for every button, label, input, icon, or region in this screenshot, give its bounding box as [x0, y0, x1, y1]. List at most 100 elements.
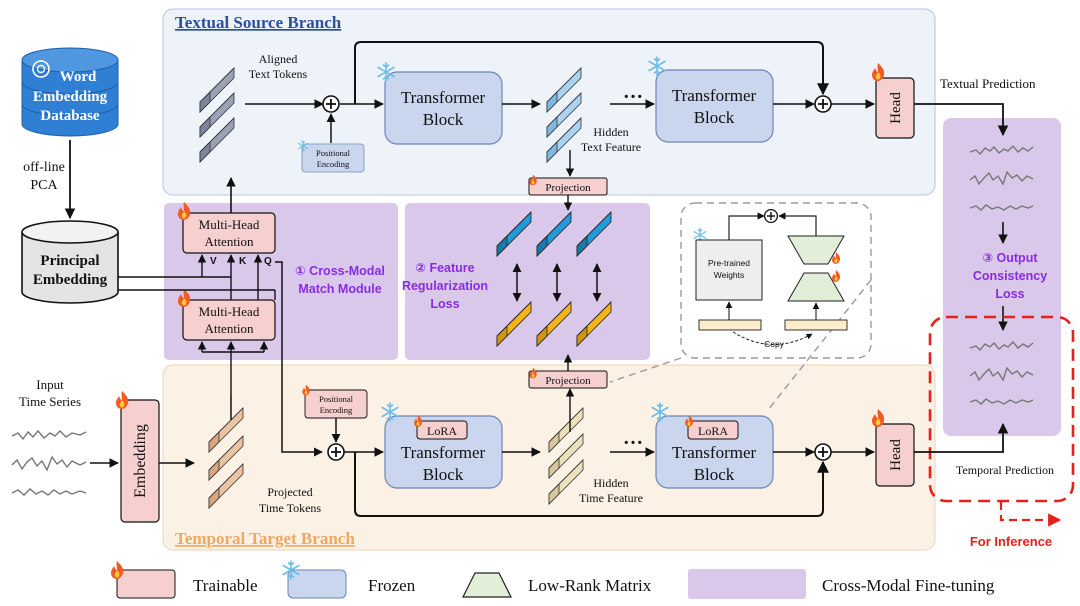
legend-fine-tuning-swatch [688, 569, 806, 599]
output-label-1: ③ Output [982, 251, 1038, 265]
feature-label-2: Regularization [402, 279, 488, 293]
svg-text:Block: Block [694, 108, 735, 127]
lora-matrix-a [787, 272, 845, 302]
textual-branch-title: Textual Source Branch [175, 13, 342, 32]
transformer-block-time-1: Transformer Block [384, 415, 503, 489]
k-label: K [239, 256, 247, 267]
feature-label-3: Loss [430, 297, 459, 311]
legend-low-rank-swatch [462, 572, 512, 598]
legend-trainable-swatch [116, 569, 176, 599]
svg-text:Projection: Projection [545, 375, 591, 387]
principal-embedding: Principal Embedding [21, 220, 119, 304]
legend-trainable-label: Trainable [193, 576, 258, 595]
for-inference-box [928, 315, 1075, 503]
pca-label-line2: PCA [30, 178, 58, 193]
ellipsis-text: … [623, 81, 643, 103]
svg-text:Encoding: Encoding [317, 159, 350, 169]
svg-text:Head: Head [888, 92, 904, 124]
output-label-3: Loss [995, 287, 1024, 301]
copy-label: Copy [764, 339, 785, 349]
svg-text:Positional: Positional [319, 394, 354, 404]
embedding-block: Embedding [120, 399, 160, 523]
multi-head-attention-top: Multi-Head Attention [182, 212, 276, 254]
pretrained-weights-box [695, 239, 763, 301]
output-consistency-panel [943, 118, 1061, 436]
svg-text:Block: Block [423, 110, 464, 129]
input-label-2: Time Series [19, 394, 81, 409]
aligned-text-tokens-label-1: Aligned [259, 52, 298, 66]
input-label-1: Input [36, 377, 64, 392]
hidden-text-label-1: Hidden [593, 125, 628, 139]
lora-matrix-b [787, 235, 845, 265]
add-operator-time-2 [814, 443, 832, 461]
q-label: Q [264, 256, 272, 267]
svg-text:Multi-Head: Multi-Head [199, 217, 260, 232]
for-inference-label: For Inference [970, 534, 1052, 549]
temporal-prediction-series [969, 340, 1034, 405]
svg-text:Transformer: Transformer [401, 443, 486, 462]
svg-text:Block: Block [694, 465, 735, 484]
principal-line1: Principal [40, 253, 99, 269]
ellipsis-time: … [623, 427, 643, 449]
projected-time-label-2: Time Tokens [259, 501, 322, 515]
temporal-branch-title: Temporal Target Branch [175, 529, 355, 548]
aligned-text-tokens-label-2: Text Tokens [249, 67, 308, 81]
openai-logo-icon [32, 60, 50, 78]
hidden-time-label-1: Hidden [593, 476, 628, 490]
multi-head-attention-bottom: Multi-Head Attention [182, 299, 276, 341]
positional-encoding-text: Positional Encoding [301, 143, 365, 173]
svg-text:Attention: Attention [204, 321, 254, 336]
v-label: V [210, 256, 217, 267]
output-label-2: Consistency [973, 269, 1047, 283]
database-line1: Word [60, 69, 97, 85]
lora-add-operator [763, 208, 779, 224]
transformer-block-text-1: Transformer Block [384, 71, 503, 145]
projection-text: Projection [528, 177, 608, 196]
pca-label-line1: off-line [23, 160, 65, 175]
svg-text:Head: Head [888, 439, 904, 471]
lora-input-right [784, 319, 848, 331]
legend-fine-tuning-label: Cross-Modal Fine-tuning [822, 576, 995, 595]
svg-text:LoRA: LoRA [698, 424, 728, 438]
pretrained-label-2: Weights [714, 270, 745, 280]
pretrained-label-1: Pre-trained [708, 258, 750, 268]
projected-time-label-1: Projected [267, 485, 312, 499]
principal-line2: Embedding [33, 272, 108, 288]
time-head: Head [875, 423, 915, 487]
feature-label-1: ② Feature [415, 261, 474, 275]
hidden-text-label-2: Text Feature [581, 140, 641, 154]
word-embedding-database: Word Embedding Database [21, 47, 119, 137]
legend-frozen-swatch [287, 569, 347, 599]
transformer-block-text-2: Transformer Block [655, 69, 774, 143]
flame-icon [111, 561, 124, 579]
svg-text:Transformer: Transformer [672, 86, 757, 105]
database-line3: Database [40, 108, 100, 124]
svg-text:Transformer: Transformer [672, 443, 757, 462]
legend-frozen-label: Frozen [368, 576, 416, 595]
svg-text:Block: Block [423, 465, 464, 484]
add-operator-text-2 [814, 95, 832, 113]
svg-text:Positional: Positional [316, 148, 351, 158]
lora-tag-1: LoRA [416, 420, 468, 440]
flame-icon [116, 391, 129, 409]
lora-input-left [698, 319, 762, 331]
legend-low-rank-label: Low-Rank Matrix [528, 576, 652, 595]
cross-modal-label-2: Match Module [298, 282, 381, 296]
text-head: Head [875, 77, 915, 139]
svg-text:Projection: Projection [545, 182, 591, 194]
add-operator-text-1 [322, 95, 340, 113]
database-line2: Embedding [33, 89, 108, 105]
textual-prediction-label: Textual Prediction [940, 76, 1036, 91]
projection-time: Projection [528, 370, 608, 389]
temporal-prediction-label: Temporal Prediction [956, 463, 1054, 477]
svg-text:Attention: Attention [204, 234, 254, 249]
cross-modal-label-1: ① Cross-Modal [295, 264, 385, 278]
transformer-block-time-2: Transformer Block [655, 415, 774, 489]
svg-text:Encoding: Encoding [320, 405, 353, 415]
lora-tag-2: LoRA [687, 420, 739, 440]
svg-text:Embedding: Embedding [132, 424, 149, 498]
svg-text:Transformer: Transformer [401, 88, 486, 107]
hidden-time-label-2: Time Feature [579, 491, 643, 505]
svg-text:LoRA: LoRA [427, 424, 457, 438]
